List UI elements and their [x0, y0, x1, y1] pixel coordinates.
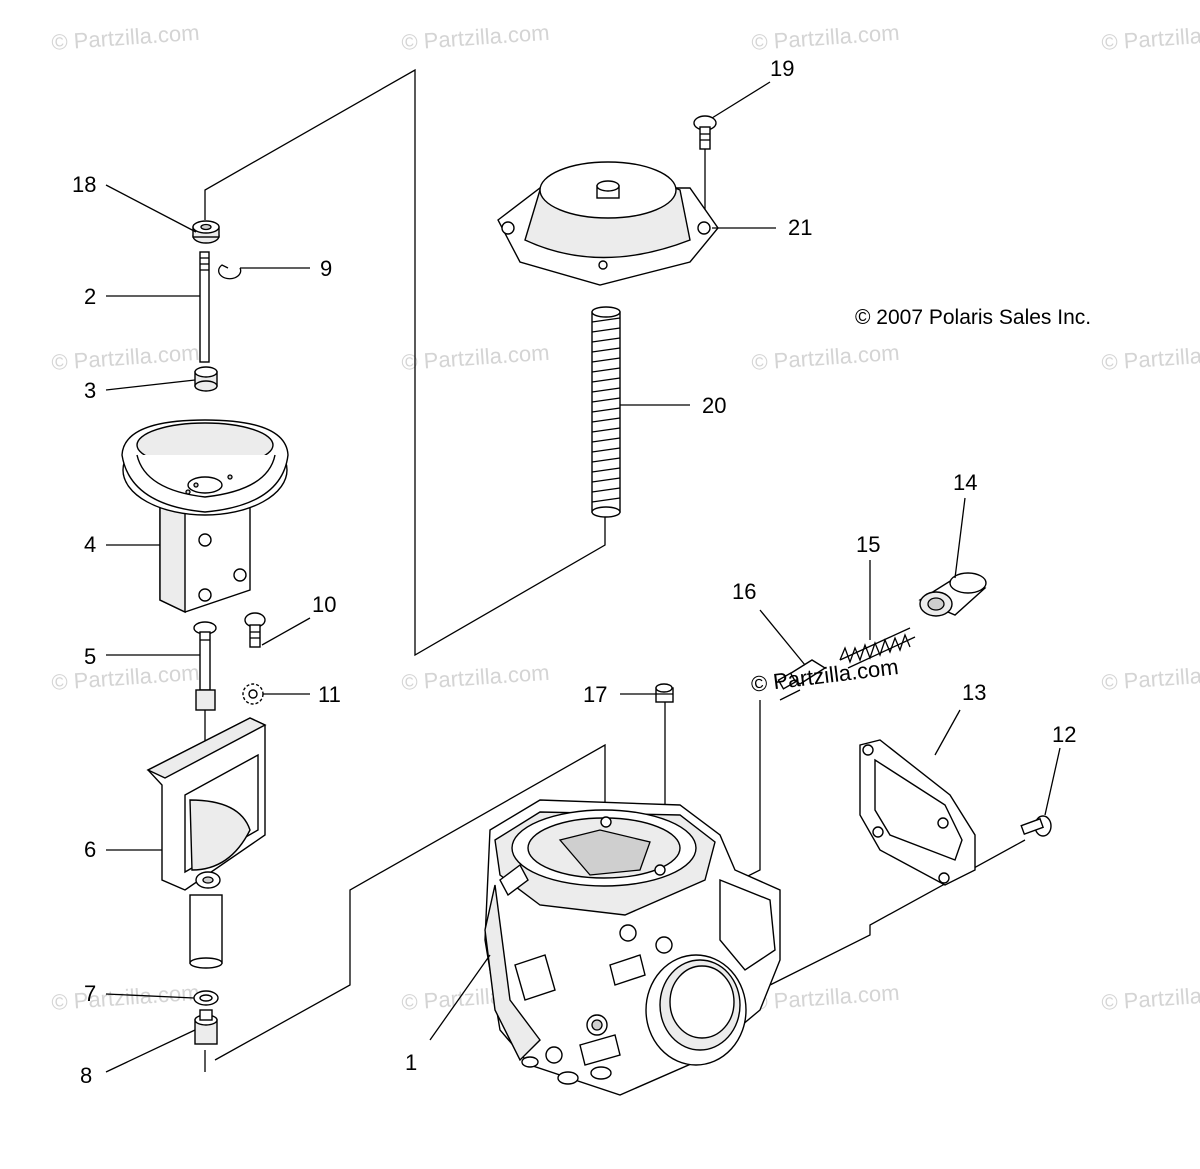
watermark: © Partzilla.com: [751, 980, 901, 1015]
callout-9: 9: [320, 256, 332, 281]
watermark: © Partzilla.com: [51, 20, 201, 55]
callout-6: 6: [84, 837, 96, 862]
watermark: © Partzilla.com: [51, 660, 201, 695]
watermark: © Partzilla.com: [401, 20, 551, 55]
callout-5: 5: [84, 644, 96, 669]
spacer-icon: [194, 366, 218, 392]
carburetor-body-icon: [484, 799, 781, 1096]
callout-16: 16: [732, 579, 756, 604]
screw-icon: [1020, 815, 1052, 837]
callout-14: 14: [953, 470, 977, 495]
gasket-icon: [859, 739, 976, 886]
holder-plate-icon: [146, 717, 267, 891]
callout-numbers: 18 9 2 3 4 5 6 7 8 10 11 1 17 16 15 14 1…: [72, 56, 1076, 1088]
callout-10: 10: [312, 592, 336, 617]
pilot-screw-icon: [777, 659, 827, 690]
watermark: © Partzilla.com: [51, 340, 201, 375]
callout-19: 19: [770, 56, 794, 81]
callout-1: 1: [405, 1050, 417, 1075]
needle-icon: [199, 251, 210, 363]
callout-3: 3: [84, 378, 96, 403]
watermark: © Partzilla.com: [1101, 660, 1200, 695]
watermark: © Partzilla.com: [401, 660, 551, 695]
needle-jet-icon: [189, 894, 223, 969]
spring-icon: [591, 306, 621, 518]
callout-20: 20: [702, 393, 726, 418]
watermark: © Partzilla.com: [1101, 980, 1200, 1015]
cap-icon: [918, 572, 987, 617]
slide-icon: [121, 419, 289, 614]
callout-11: 11: [318, 682, 341, 707]
callout-21: 21: [788, 215, 812, 240]
watermark: © Partzilla.com: [751, 340, 901, 375]
plug-icon: [655, 683, 674, 703]
watermark-dark: © Partzilla.com: [750, 654, 900, 697]
watermark: © Partzilla.com: [1101, 340, 1200, 375]
callout-18: 18: [72, 172, 96, 197]
callout-13: 13: [962, 680, 986, 705]
e-clip-icon: [218, 264, 242, 280]
callout-4: 4: [84, 532, 96, 557]
callout-8: 8: [80, 1063, 92, 1088]
spring-icon: [839, 627, 916, 669]
needle-holder-icon: [193, 621, 217, 711]
nut-icon: [192, 220, 220, 244]
watermark: © Partzilla.com: [401, 340, 551, 375]
copyright-text: © 2007 Polaris Sales Inc.: [855, 306, 1091, 329]
callout-15: 15: [856, 532, 880, 557]
callout-2: 2: [84, 284, 96, 309]
screw-icon: [244, 612, 266, 648]
main-jet-icon: [194, 1009, 218, 1045]
callout-7: 7: [84, 981, 96, 1006]
watermark: © Partzilla.com: [1101, 20, 1200, 55]
lock-washer-icon: [242, 683, 264, 705]
callout-17: 17: [583, 682, 607, 707]
screw-icon: [693, 115, 717, 150]
callout-12: 12: [1052, 722, 1076, 747]
diaphragm-cover-icon: [497, 161, 719, 286]
watermark: © Partzilla.com: [751, 20, 901, 55]
leader-lines: [105, 81, 1061, 1073]
